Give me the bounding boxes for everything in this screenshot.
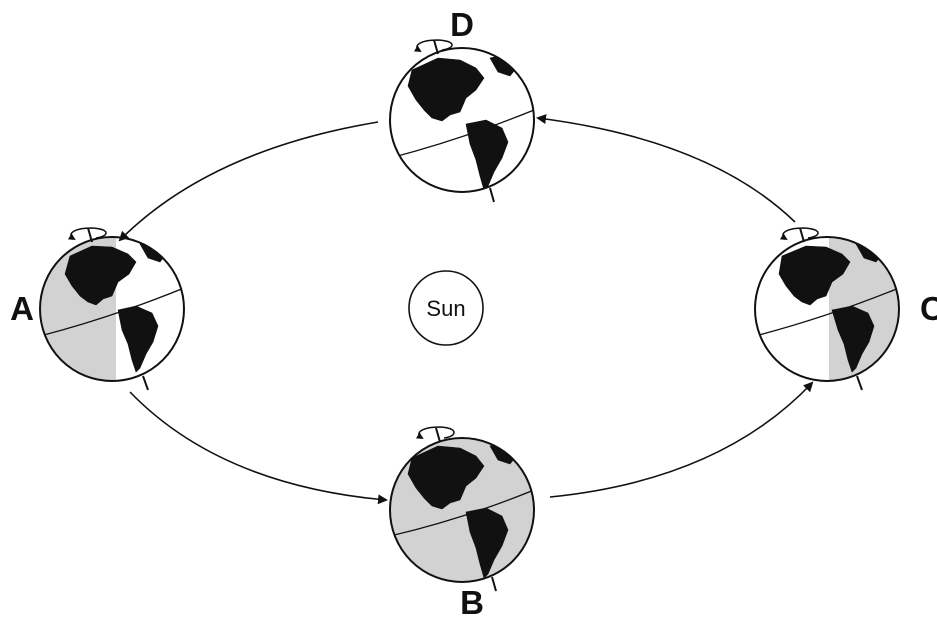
axis-bottom-d xyxy=(489,187,495,203)
north-america-d xyxy=(407,57,485,122)
earth-position-c xyxy=(754,227,900,391)
orbit-arrow-a-to-b xyxy=(129,391,388,505)
south-america-c xyxy=(831,305,875,373)
earth-position-a xyxy=(39,227,185,391)
sun-label: Sun xyxy=(426,296,465,321)
globe-outline-b xyxy=(389,437,535,583)
equator-a xyxy=(40,287,184,337)
equator-c xyxy=(755,287,899,337)
south-america-b xyxy=(465,507,509,579)
rotation-arrow-b xyxy=(415,426,455,440)
label-b: B xyxy=(460,584,484,620)
sun: Sun xyxy=(408,270,484,346)
axis-top-a xyxy=(87,227,93,243)
globe-outline-a xyxy=(39,236,185,382)
earth-position-d xyxy=(389,39,535,203)
axis-top-b xyxy=(435,427,441,443)
axis-bottom-b xyxy=(491,576,497,592)
orbit-arrow-d-to-a xyxy=(118,121,379,242)
south-america-d xyxy=(465,119,509,191)
label-c: C xyxy=(920,290,937,327)
rotation-arrow-c xyxy=(779,227,819,241)
north-america-a xyxy=(64,245,137,306)
greenland-d xyxy=(489,53,519,77)
axis-top-d xyxy=(433,39,439,55)
rotation-arrow-d xyxy=(413,39,453,53)
north-america-b xyxy=(407,445,485,510)
axis-bottom-c xyxy=(856,375,863,391)
globe-outline-d xyxy=(389,47,535,193)
axis-top-c xyxy=(799,227,805,243)
earth-position-b xyxy=(389,426,535,592)
orbit-path xyxy=(118,114,814,505)
south-america-a xyxy=(117,305,159,373)
equator-d xyxy=(390,109,534,159)
rotation-arrow-a xyxy=(67,227,107,241)
north-america-c xyxy=(778,245,851,306)
globe-outline-c xyxy=(754,236,900,382)
axis-bottom-a xyxy=(142,375,149,391)
label-d: D xyxy=(450,6,474,43)
orbit-arrow-c-to-d xyxy=(536,114,796,223)
equator-b xyxy=(390,489,534,537)
label-a: A xyxy=(10,290,34,327)
orbit-arrow-b-to-c xyxy=(549,381,814,498)
